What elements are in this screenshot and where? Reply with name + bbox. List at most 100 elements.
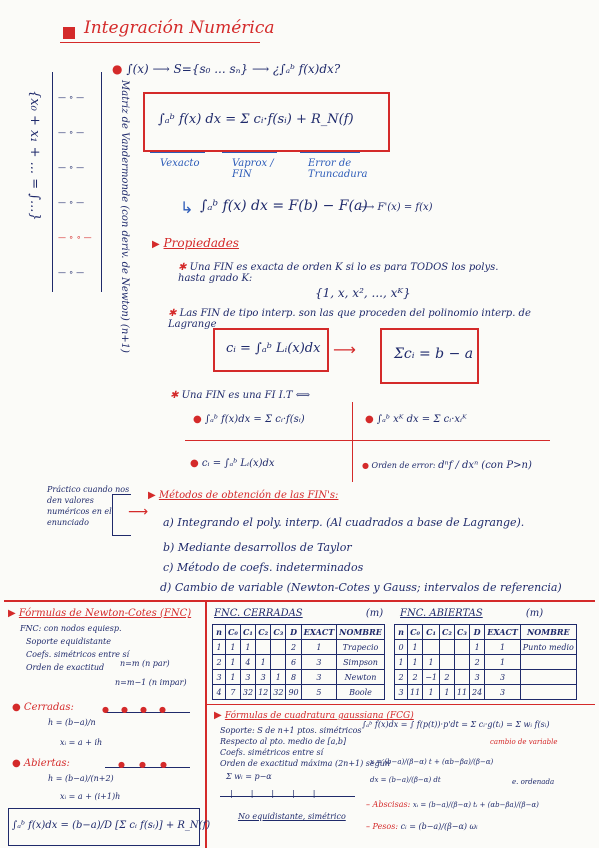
table-header: n [394, 624, 408, 640]
gauss-domain: e. ordenada [512, 778, 555, 786]
nc-abiertas-axis [105, 767, 190, 768]
table-header: D [285, 624, 302, 640]
table-header: EXACT [300, 624, 338, 640]
gauss-pesos-formula: cᵢ = (b−a)/(β−α) ωᵢ [400, 822, 478, 831]
nc-cerradas-x: xᵢ = a + ih [60, 738, 103, 747]
page-title: Integración Numérica [84, 18, 275, 38]
label-error: Error de Truncadura [308, 158, 368, 180]
gauss-dx-map: dx = (b−a)/(β−α) dt [370, 776, 441, 784]
table-header: D [469, 624, 486, 640]
methods-heading-text: Métodos de obtención de las FIN's: [158, 490, 339, 501]
prop-2-text: Las FIN de tipo interp. son las que proc… [168, 308, 531, 330]
gauss-divider [207, 704, 595, 705]
label-exact: Vexacto [160, 158, 200, 169]
nc-bottom-formula: ∫ₐᵇ f(x)dx = (b−a)/D [Σ cᵢ f(sᵢ)] + R_N(… [12, 820, 211, 831]
props-divider-h [185, 440, 550, 441]
table-a-title-text: FNC. ABIERTAS [400, 608, 483, 619]
top-question: ● ∫(x) ⟶ S={s₀ ... sₙ} ⟶ ¿∫ₐᵇ f(x)dx? [112, 62, 341, 76]
table-header: C₂ [438, 624, 455, 640]
table-cell: 3 [300, 654, 338, 670]
table-c-m: (m) [365, 608, 384, 619]
table-cell [270, 654, 287, 670]
table-cell [453, 639, 471, 655]
table-cell: 8 [285, 669, 302, 685]
gauss-nodes: ||||| [230, 789, 334, 798]
table-cell: 2 [212, 654, 226, 670]
table-cell: 5 [300, 684, 338, 700]
table-cell: 1 [484, 639, 521, 655]
table-header: C₃ [270, 624, 287, 640]
table-cell [453, 654, 471, 670]
top-question-text: ∫(x) ⟶ S={s₀ ... sₙ} ⟶ ¿∫ₐᵇ f(x)dx? [126, 62, 341, 76]
table-a-m: (m) [525, 608, 544, 619]
ci-formula: cᵢ = ∫ₐᵇ Lᵢ(x)dx [226, 341, 321, 356]
nc-abiertas-x: xᵢ = a + (i+1)h [60, 792, 121, 801]
table-cell: 2 [285, 639, 302, 655]
gauss-heading-text: Fórmulas de cuadratura gaussiana (FCG) [224, 711, 414, 721]
bottom-divider [4, 600, 595, 602]
table-cell: 1 [239, 639, 257, 655]
methods-arrow-icon: ⟶ [128, 504, 149, 520]
sum-formula: Σcᵢ = b − a [394, 346, 474, 362]
prop-3-f4: ● Orden de error: dⁿf / dxⁿ (con P>n) [362, 460, 532, 471]
gauss-change: cambio de variable [490, 738, 558, 746]
methods-bracket [112, 494, 131, 536]
table-cell [519, 684, 577, 700]
prop-3-f4-label: Orden de error: [371, 461, 436, 470]
table-cell: 1 [394, 654, 408, 670]
gauss-axis [220, 796, 355, 797]
nc-bottom-box [8, 808, 200, 846]
table-c-title-text: FNC. CERRADAS [214, 608, 303, 619]
table-cell: 6 [285, 654, 302, 670]
table-cell: Newton [336, 669, 385, 685]
ftc-derivative-text: F'(x) = f(x) [377, 202, 433, 213]
bottom-vdivider [205, 602, 207, 848]
gauss-item-1: Soporte: S de n+1 ptos. simétricos [220, 726, 362, 735]
table-header: C₃ [453, 624, 471, 640]
label-approx: Vaprox / FIN [232, 158, 274, 180]
gauss-note: No equidistante, simétrico [238, 812, 346, 821]
nc-abiertas: ● Abiertas: [12, 758, 70, 769]
label-bracket-1 [150, 152, 205, 153]
title-underline [60, 42, 260, 43]
gauss-item-2: Respecto al pto. medio de [a,b] [220, 737, 347, 746]
table-cell: Boole [336, 684, 385, 700]
prop-3-f2: ● ∫ₐᵇ xᴷ dx = Σ cᵢ·xᵢᴷ [365, 414, 467, 425]
gauss-abscisas: – Abscisas: xᵢ = (b−a)/(β−α) tᵢ + (αb−βa… [366, 800, 539, 809]
nc-abiertas-h: h = (b−a)/(n+2) [48, 774, 114, 783]
table-c-title: FNC. CERRADAS (m) [214, 608, 383, 619]
table-cell: Simpson [336, 654, 385, 670]
matrix-rows: — ∘ —— ∘ —— ∘ —— ∘ —— ∘ ∘ —— ∘ — [58, 93, 92, 277]
table-cell: −1 [422, 669, 440, 685]
table-header: C₀ [406, 624, 424, 640]
prop-3-f4-text: dⁿf / dxⁿ (con P>n) [438, 460, 532, 471]
nc-heading-text: Fórmulas de Newton-Cotes (FNC) [18, 608, 192, 619]
table-cell: 1 [225, 669, 241, 685]
gauss-heading: ▶ Fórmulas de cuadratura gaussiana (FCG) [214, 710, 414, 721]
nc-item-4: Orden de exactitud [26, 663, 105, 672]
nc-item-2: Soporte equidistante [26, 637, 111, 646]
label-bracket-2 [222, 152, 277, 153]
props-heading: ▶ Propiedades [152, 236, 239, 250]
table-cell [255, 639, 272, 655]
table-cell: 2 [469, 654, 486, 670]
nc-heading: ▶ Fórmulas de Newton-Cotes (FNC) [8, 608, 192, 619]
table-cell [438, 639, 455, 655]
table-cell: 1 [469, 639, 486, 655]
gauss-item-4: Orden de exactitud máxima (2n+1) según [220, 759, 391, 768]
method-c: c) Método de coefs. indeterminados [163, 561, 364, 574]
gauss-abscisas-label: Abscisas: [372, 800, 411, 809]
table-cell: 1 [406, 639, 424, 655]
methods-heading: ▶ Métodos de obtención de las FIN's: [148, 490, 339, 501]
gauss-x-map: x = (b−a)/(β−α) t + (αb−βa)/(β−α) [370, 758, 494, 766]
table-cell: 11 [453, 684, 471, 700]
prop-1-set: {1, x, x², ..., xᴷ} [315, 286, 411, 300]
prop-3-f2-text: ∫ₐᵇ xᴷ dx = Σ cᵢ·xᵢᴷ [376, 414, 467, 425]
nc-cerradas-axis [105, 712, 190, 713]
